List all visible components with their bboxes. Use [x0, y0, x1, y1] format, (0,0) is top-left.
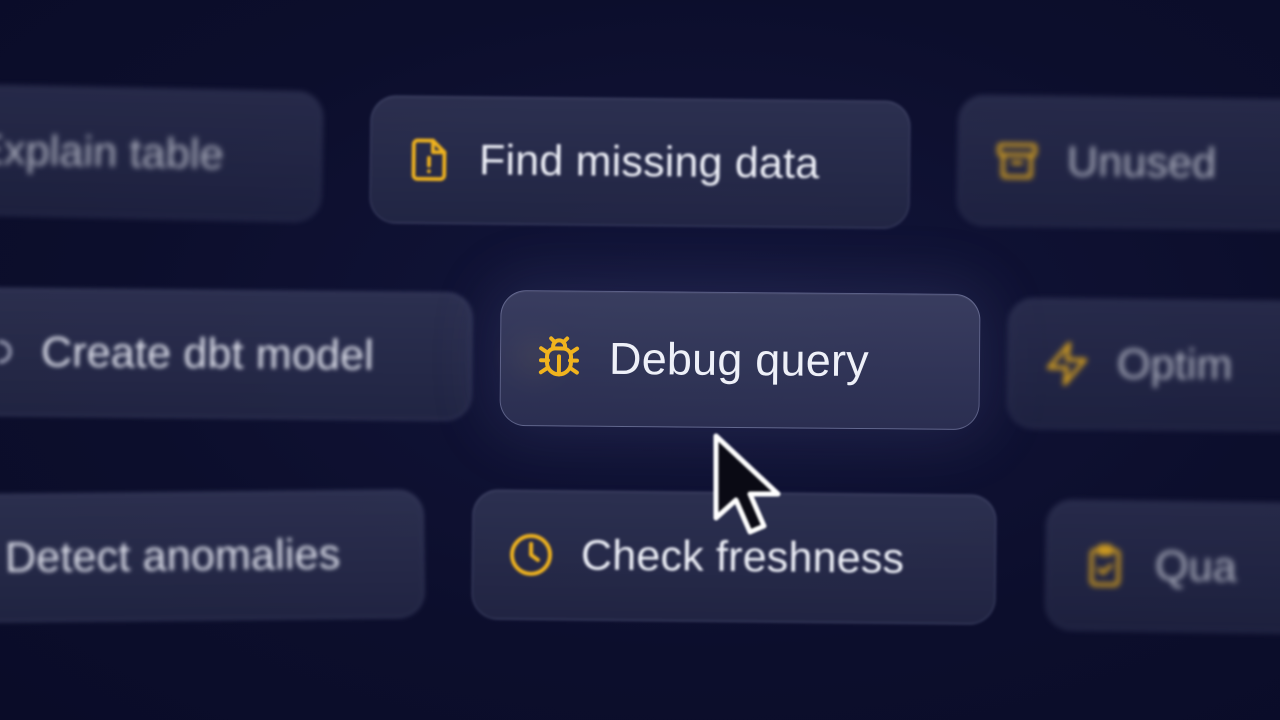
chip-check-freshness[interactable]: Check freshness [471, 489, 997, 625]
chip-find-missing-data[interactable]: Find missing data [369, 95, 911, 229]
chip-explain-table[interactable]: Explain table [0, 84, 324, 222]
chip-label: Qua [1154, 541, 1238, 591]
chip-label: Explain table [0, 125, 225, 179]
chip-qua[interactable]: Qua [1045, 499, 1280, 635]
partial-icon [0, 328, 15, 376]
chip-optim[interactable]: Optim [1007, 298, 1280, 432]
chip-detect-anomalies[interactable]: Detect anomalies [0, 489, 425, 623]
chip-debug-query[interactable]: Debug query [499, 289, 981, 431]
chip-label: Optim [1116, 339, 1233, 389]
chip-label: Create dbt model [40, 327, 375, 380]
chip-label: Find missing data [478, 135, 820, 188]
chip-label: Detect anomalies [4, 529, 341, 582]
clock-icon [507, 531, 555, 580]
bug-icon [535, 334, 583, 382]
clipboard-check-icon [1081, 541, 1130, 590]
chip-label: Unused [1066, 137, 1217, 188]
file-alert-icon [405, 136, 454, 185]
chip-label: Debug query [608, 332, 870, 387]
chip-label: Check freshness [580, 530, 905, 583]
archive-icon [993, 137, 1042, 186]
chip-create-dbt-model[interactable]: Create dbt model [0, 287, 473, 421]
lightning-icon [1043, 339, 1092, 388]
chip-unused[interactable]: Unused [957, 95, 1280, 231]
